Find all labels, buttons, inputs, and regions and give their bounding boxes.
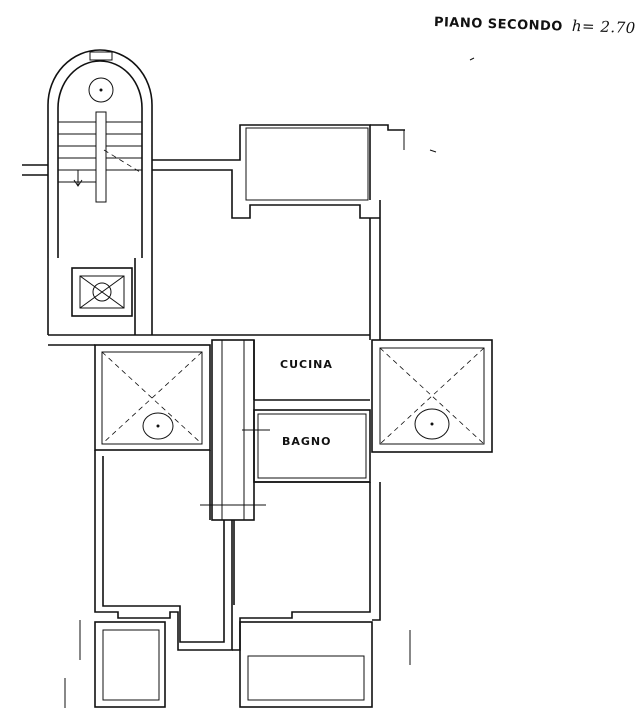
left-balcony — [94, 344, 211, 451]
kitchen-room — [253, 340, 370, 401]
elevator-icon — [92, 282, 112, 302]
stair-treads — [58, 111, 142, 203]
kitchen-label: CUCINA — [280, 358, 333, 371]
exterior-walls — [134, 124, 405, 340]
stair-newel — [88, 77, 114, 103]
central-corridor — [200, 339, 270, 521]
lower-rooms — [94, 450, 381, 651]
stairwell — [47, 49, 153, 335]
right-balcony — [371, 339, 493, 453]
right-column-icon — [414, 408, 450, 440]
bathroom-label: BAGNO — [282, 435, 332, 448]
elevator-shaft — [71, 267, 133, 317]
left-column-icon — [142, 412, 174, 440]
bottom-balconies — [64, 620, 411, 708]
